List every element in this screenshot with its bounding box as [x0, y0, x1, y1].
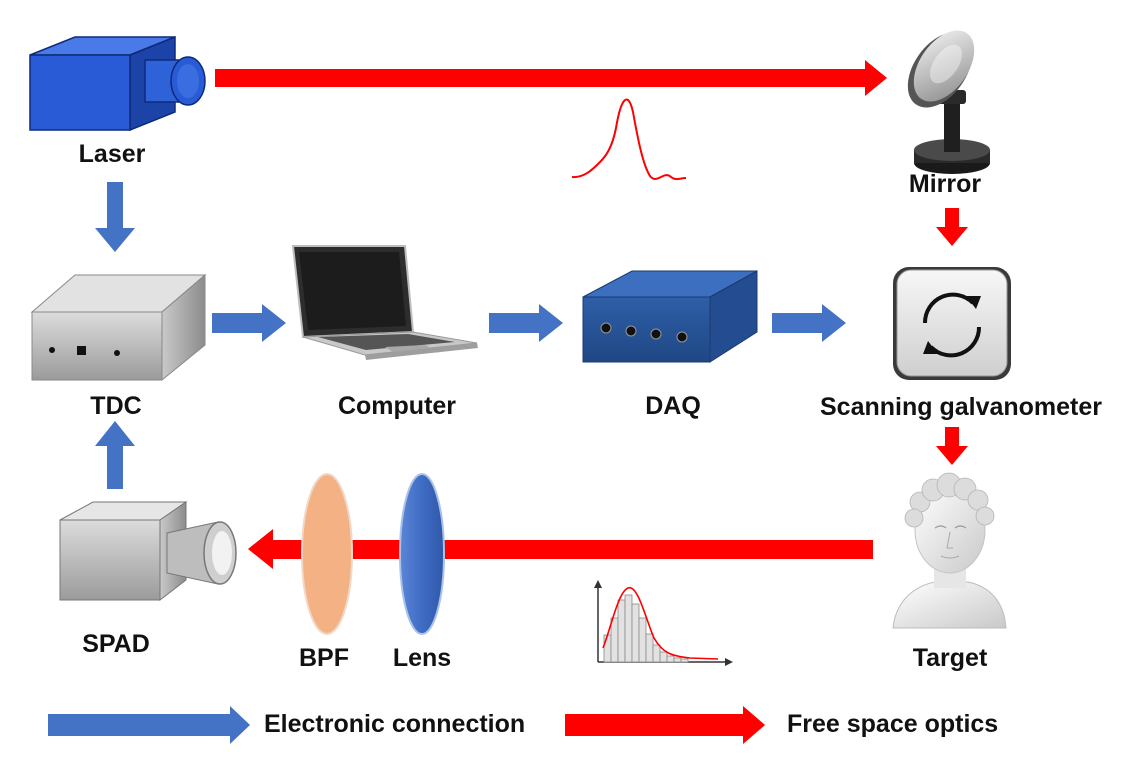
spad-detector-icon [59, 501, 237, 602]
computer-label: Computer [338, 392, 456, 420]
computer-to-daq-arrow [489, 304, 563, 342]
lens-icon [399, 473, 445, 635]
bpf-label: BPF [299, 644, 349, 672]
target-label: Target [913, 644, 988, 672]
galvanometer-icon [893, 267, 1011, 380]
laser-device-icon [29, 35, 206, 132]
legend-optics-arrow [565, 706, 765, 744]
legend: Electronic connection Free space optics [48, 706, 998, 744]
laser-to-mirror-arrow [215, 60, 887, 96]
daq-label: DAQ [645, 392, 701, 420]
spad-to-tdc-arrow [95, 421, 135, 489]
tdc-to-computer-arrow [212, 304, 286, 342]
legend-optics-label: Free space optics [787, 710, 998, 738]
mirror-icon [907, 30, 990, 174]
bust-statue-icon [892, 472, 1007, 629]
mirror-to-galvo-arrow [936, 208, 968, 246]
daq-to-galvo-arrow [772, 304, 846, 342]
bpf-filter-icon [301, 473, 353, 635]
galvo-to-target-arrow [936, 427, 968, 465]
laser-label: Laser [79, 140, 146, 168]
tdc-box-icon [30, 273, 207, 382]
legend-electronic-label: Electronic connection [264, 710, 525, 738]
legend-electronic-arrow [48, 706, 250, 744]
histogram-icon [594, 580, 733, 666]
spad-label: SPAD [82, 630, 150, 658]
laser-to-tdc-arrow [95, 182, 135, 252]
pulse-waveform-icon [571, 98, 687, 181]
lens-label: Lens [393, 644, 451, 672]
tdc-label: TDC [90, 392, 141, 420]
daq-box-icon [582, 270, 758, 363]
laptop-icon [291, 245, 478, 360]
galvanometer-label: Scanning galvanometer [820, 393, 1102, 421]
mirror-label: Mirror [909, 170, 982, 198]
